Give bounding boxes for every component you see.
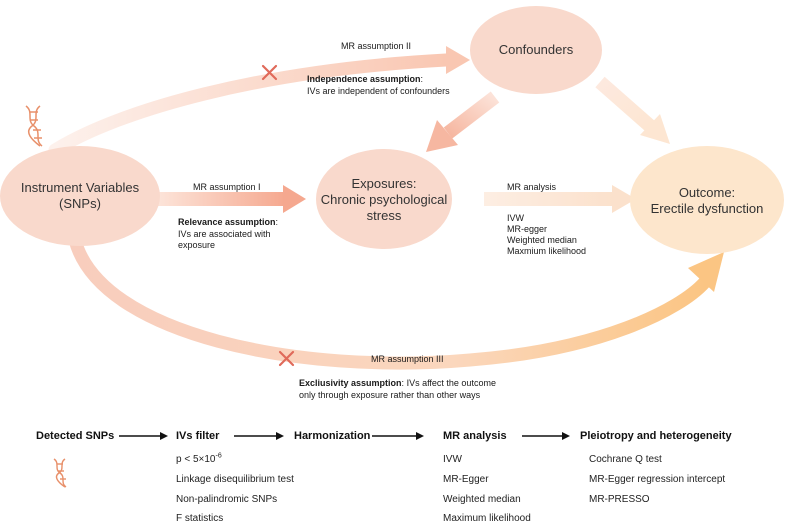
pleiotropy-item-2: MR-Egger regression intercept (589, 474, 726, 485)
outcome-label: Outcome: Erectile dysfunction (637, 185, 777, 217)
iv-label-line2: (SNPs) (59, 196, 101, 211)
pleiotropy-item-1: Cochrane Q test (589, 454, 662, 465)
filter-pvalue: p < 5×10-6 (176, 452, 222, 465)
arrow-iv-to-confounders-head (446, 46, 470, 74)
assumption-3-label: MR assumption III (371, 354, 444, 364)
exposure-label-line2: Chronic psychological (320, 192, 448, 207)
iv-label: Instrument Variables (SNPs) (0, 180, 160, 212)
dna-icon-small (53, 458, 67, 488)
step-detected-snps: Detected SNPs (36, 430, 115, 442)
arrow-confounders-to-exposure-head (426, 120, 458, 152)
iv-label-line1: Instrument Variables (20, 180, 140, 195)
arrow-iv-to-outcome-head (688, 252, 724, 292)
dna-icon (25, 105, 43, 147)
outcome-label-line1: Outcome: (678, 185, 736, 200)
assumption-1-desc-line1: IVs are associated with (178, 229, 271, 239)
filter-item-1: Linkage disequilibrium test (176, 474, 294, 485)
step-mr-analysis: MR analysis (443, 430, 507, 442)
step-pleiotropy-heterogeneity: Pleiotropy and heterogeneity (580, 430, 732, 442)
exposure-label-line3: stress (366, 208, 402, 223)
arrow-confounders-to-outcome-head (640, 114, 670, 144)
iv-ellipse (0, 146, 160, 246)
assumption-3-line1: Excliusivity assumption: IVs affect the … (299, 378, 496, 388)
mr-method-2: MR-egger (507, 224, 548, 234)
exposure-label: Exposures: Chronic psychological stress (314, 176, 454, 224)
assumption-3-desc-line2: only through exposure rather than other … (299, 390, 481, 400)
mr-item-1: IVW (443, 454, 462, 465)
cross-mark-exclusivity (278, 350, 295, 367)
step-ivs-filter: IVs filter (176, 430, 220, 442)
arrow-exposure-to-outcome-head (612, 185, 636, 213)
mr-item-2: MR-Egger (443, 474, 489, 485)
assumption-2-desc: IVs are independent of confounders (307, 86, 450, 96)
exposure-ellipse (316, 149, 452, 249)
mr-analysis-label: MR analysis (507, 182, 557, 192)
mr-method-4: Maxmium likelihood (507, 246, 587, 256)
arrow-confounders-to-outcome (595, 76, 655, 132)
assumption-2-title: Independence assumption: (307, 74, 424, 84)
arrow-iv-to-exposure (150, 192, 285, 206)
arrow-confounders-to-exposure (443, 91, 500, 139)
arrow-iv-to-outcome (68, 233, 712, 370)
arrow-iv-to-confounders (48, 53, 453, 157)
filter-item-3: F statistics (176, 513, 224, 524)
confounders-ellipse (470, 6, 602, 94)
assumption-3-desc-line1: IVs affect the outcome (406, 378, 496, 388)
assumption-2-title-text: Independence assumption (307, 74, 421, 84)
mr-method-3: Weighted median (507, 235, 577, 245)
step-harmonization: Harmonization (294, 430, 371, 442)
outcome-label-line2: Erectile dysfunction (650, 201, 764, 216)
filter-item-2: Non-palindromic SNPs (176, 494, 278, 505)
mr-item-4: Maximum likelihood (443, 513, 531, 524)
arrow-exposure-to-outcome (484, 192, 614, 206)
cross-mark-independence (261, 64, 278, 81)
assumption-1-title-text: Relevance assumption (178, 217, 276, 227)
filter-pvalue-text: p < 5×10 (176, 454, 216, 465)
assumption-1-label: MR assumption I (193, 182, 261, 192)
arrow-iv-to-exposure-head (283, 185, 306, 213)
outcome-ellipse (630, 146, 784, 254)
assumption-1-desc-line2: exposure (178, 240, 216, 250)
assumption-1-title: Relevance assumption: (178, 217, 279, 227)
mr-item-3: Weighted median (443, 494, 521, 505)
assumption-2-label: MR assumption II (341, 41, 412, 51)
mr-method-1: IVW (507, 213, 524, 223)
pipeline-arrows (119, 432, 570, 440)
filter-pvalue-exponent: -6 (215, 452, 222, 460)
exposure-label-line1: Exposures: (351, 176, 417, 191)
assumption-3-title-text: Excliusivity assumption (299, 378, 402, 388)
pleiotropy-item-3: MR-PRESSO (589, 494, 650, 505)
confounders-label: Confounders (498, 42, 574, 57)
